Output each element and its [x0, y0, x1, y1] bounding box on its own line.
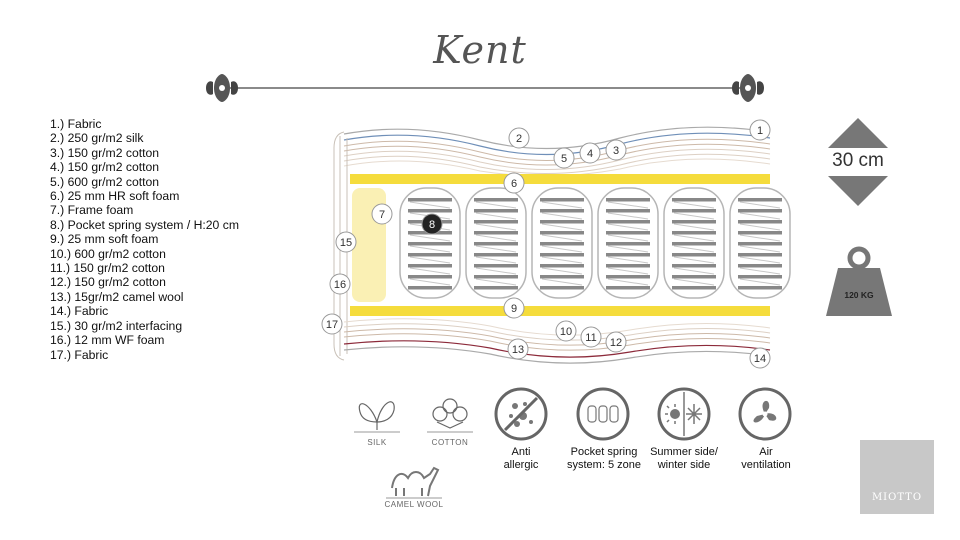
marker-label: 8: [429, 219, 435, 231]
legend-item: 7.) Frame foam: [50, 203, 134, 218]
marker-label: 7: [379, 209, 385, 221]
brand-logo: MIOTTO: [860, 440, 934, 514]
marker-16: 16: [329, 273, 351, 295]
legend-item: 3.) 150 gr/m2 cotton: [50, 145, 160, 160]
marker-7: 7: [371, 203, 393, 225]
legend-item: 4.) 150 gr/m2 cotton: [50, 160, 160, 175]
legend-item: 14.) Fabric: [50, 304, 109, 319]
summer-winter-icon: [657, 387, 711, 441]
soft-foam-layer: [350, 306, 770, 316]
marker-label: 16: [334, 279, 346, 291]
marker-label: 11: [585, 332, 596, 344]
legend-item: 17.) Fabric: [50, 347, 109, 362]
marker-8: 8: [421, 213, 443, 235]
height-arrows-icon: [828, 118, 888, 206]
legend-item: 11.) 150 gr/m2 cotton: [50, 261, 165, 276]
legend-item: 16.) 12 mm WF foam: [50, 333, 165, 348]
legend-item: 2.) 250 gr/m2 silk: [50, 131, 144, 146]
marker-13: 13: [507, 338, 529, 360]
marker-15: 15: [335, 231, 357, 253]
marker-label: 9: [511, 303, 517, 315]
legend-item: 13.) 15gr/m2 camel wool: [50, 289, 184, 304]
marker-2: 2: [508, 127, 530, 149]
silk-label: SILK: [367, 438, 387, 447]
height-label: 30 cm: [826, 148, 890, 174]
marker-4: 4: [579, 142, 601, 164]
summer-winter-label: Summer side/ winter side: [650, 446, 718, 471]
cotton-label: COTTON: [431, 438, 469, 447]
pocket-spring-label: Pocket spring system: 5 zone: [567, 446, 641, 471]
marker-label: 3: [613, 145, 619, 157]
bottom-comfort-layers: [343, 318, 771, 364]
marker-9: 9: [503, 297, 525, 319]
marker-6: 6: [503, 172, 525, 194]
camel-wool-label: CAMEL WOOL: [384, 500, 444, 509]
air-ventilation-label: Air ventilation: [741, 446, 791, 471]
marker-label: 1: [757, 125, 763, 137]
marker-10: 10: [555, 320, 577, 342]
silk-butterfly-icon: [354, 401, 400, 433]
pocket-spring-icon: [576, 387, 630, 441]
pocket-spring: [597, 187, 659, 299]
fleur-de-lis-icon-right: [732, 74, 764, 102]
marker-label: 13: [512, 344, 524, 356]
ornamental-divider: [206, 74, 764, 102]
pocket-spring: [399, 187, 461, 299]
marker-14: 14: [749, 347, 771, 369]
pocket-spring: [729, 187, 791, 299]
marker-label: 6: [511, 178, 517, 190]
anti-allergic-label: Anti allergic: [503, 446, 539, 471]
marker-11: 11: [580, 326, 602, 348]
legend-item: 15.) 30 gr/m2 interfacing: [50, 318, 183, 333]
marker-1: 1: [749, 119, 771, 141]
legend-item: 1.) Fabric: [50, 117, 102, 131]
marker-12: 12: [605, 331, 627, 353]
air-ventilation-icon: [738, 387, 792, 441]
marker-label: 10: [560, 326, 572, 338]
pocket-spring-system: [399, 187, 791, 299]
cotton-flower-icon: [427, 398, 473, 433]
marker-label: 17: [326, 319, 338, 331]
anti-allergic-icon: [494, 387, 548, 441]
brand-name: MIOTTO: [871, 492, 923, 503]
weight-label: 120 KG: [844, 290, 874, 300]
product-title: Kent: [433, 28, 527, 72]
camel-icon: [386, 466, 442, 499]
fleur-de-lis-icon-left: [206, 74, 238, 102]
legend-item: 6.) 25 mm HR soft foam: [50, 189, 180, 204]
legend-item: 9.) 25 mm soft foam: [50, 232, 159, 247]
legend-item: 5.) 600 gr/m2 cotton: [50, 174, 160, 189]
marker-label: 12: [610, 337, 622, 349]
pocket-spring: [465, 187, 527, 299]
hr-soft-foam-layer: [350, 174, 770, 184]
layer-legend: 1.) Fabric 2.) 250 gr/m2 silk 3.) 150 gr…: [50, 117, 239, 362]
marker-label: 5: [561, 153, 567, 165]
legend-item: 10.) 600 gr/m2 cotton: [50, 246, 166, 261]
pocket-spring: [531, 187, 593, 299]
marker-label: 15: [340, 237, 352, 249]
legend-item: 12.) 150 gr/m2 cotton: [50, 275, 166, 290]
legend-item: 8.) Pocket spring system / H:20 cm: [50, 217, 239, 232]
marker-label: 2: [516, 133, 522, 145]
marker-3: 3: [605, 139, 627, 161]
pocket-spring: [663, 187, 725, 299]
marker-label: 4: [587, 148, 593, 160]
marker-label: 14: [754, 353, 766, 365]
marker-17: 17: [321, 313, 343, 335]
weight-icon: [826, 246, 892, 316]
marker-5: 5: [553, 147, 575, 169]
